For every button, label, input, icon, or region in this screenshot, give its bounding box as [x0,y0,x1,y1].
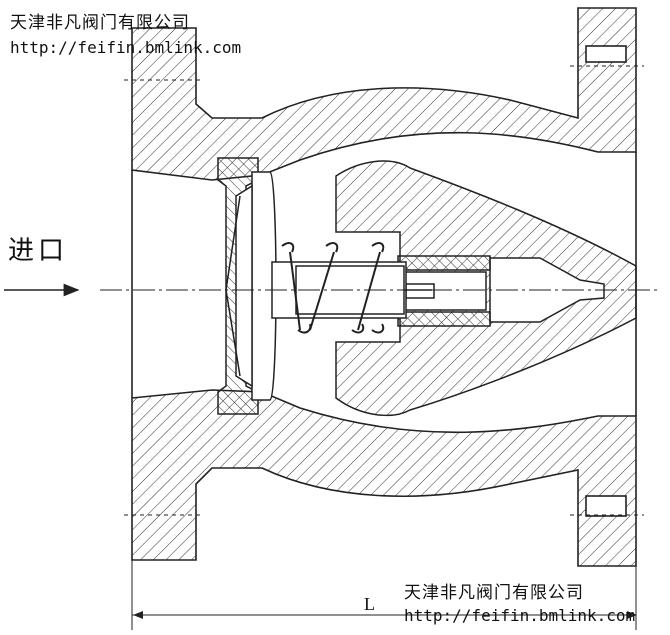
watermark-company-top: 天津非凡阀门有限公司 [10,13,190,33]
flange-marks [124,65,644,516]
body-upper [131,7,637,181]
watermark-company-bottom: 天津非凡阀门有限公司 [404,583,584,603]
bolt-slot-lower [585,495,627,517]
valve-disc [225,171,277,401]
spring [281,242,385,334]
dimension-label: L [364,594,375,614]
watermark-url-top: http://feifin.bmlink.com [10,38,242,57]
dimension-L [131,560,637,630]
bolt-slot-upper [585,45,627,63]
watermark-url-bottom: http://feifin.bmlink.com [404,606,636,625]
guide-core [335,160,637,417]
inlet-label: 进口 [8,236,69,266]
body-lower [131,389,637,567]
